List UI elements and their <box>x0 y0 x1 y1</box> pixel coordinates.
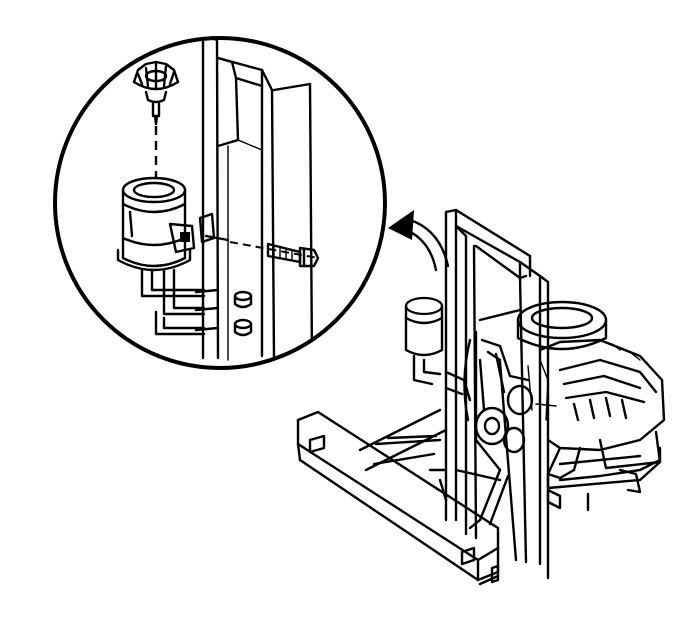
reservoir-cap-icon <box>132 60 180 126</box>
engine-icon <box>444 300 666 490</box>
reservoir-hoses <box>140 268 206 336</box>
detail-circle-border <box>53 36 387 370</box>
detail-view <box>53 36 387 370</box>
hose-clip-1 <box>233 290 253 309</box>
radiator-support-detail <box>194 40 314 362</box>
power-steering-reservoir-icon <box>116 176 196 272</box>
hose-clip-2 <box>233 318 253 337</box>
mounted-reservoir <box>404 296 444 386</box>
mounting-bolt-icon <box>204 234 320 268</box>
frame-crossmember-icon <box>296 408 662 586</box>
detail-arrow-icon <box>388 210 450 272</box>
